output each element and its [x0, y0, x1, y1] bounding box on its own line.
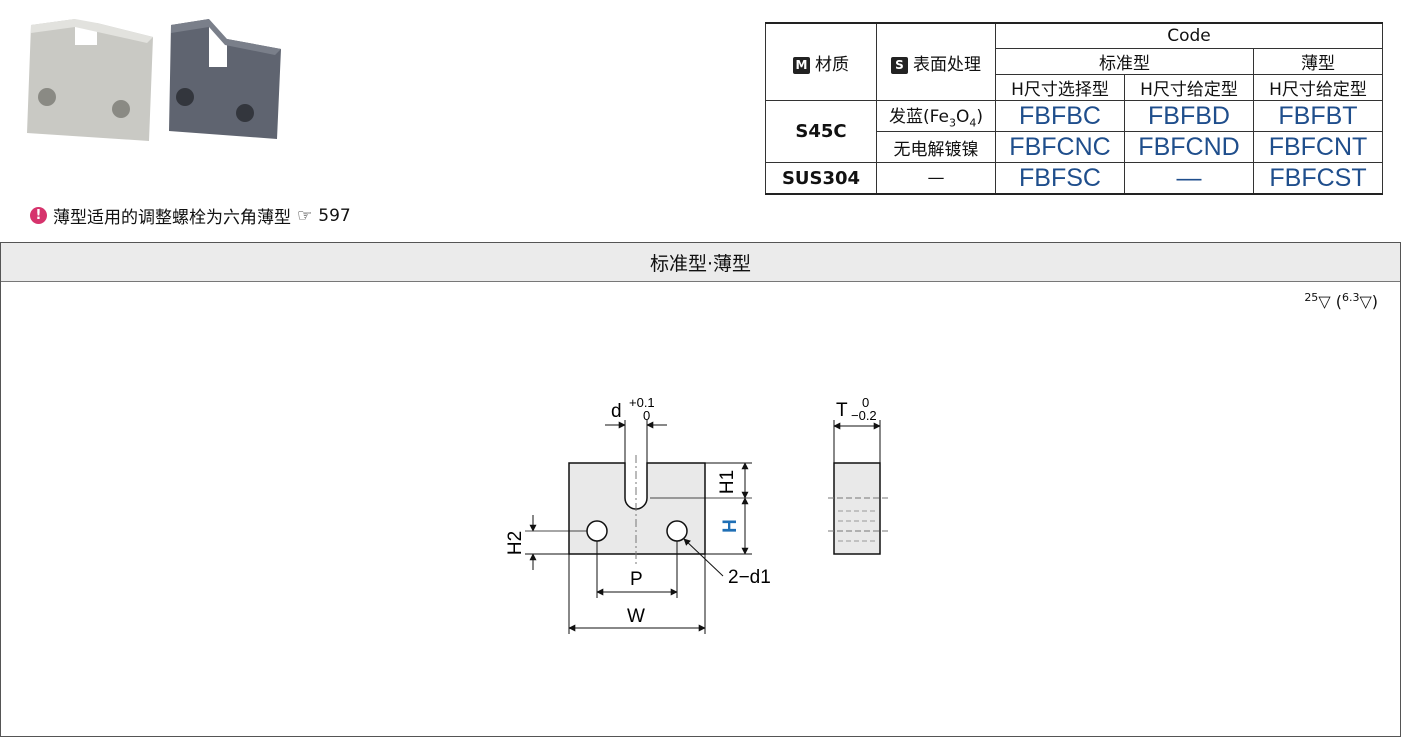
product-photo-dark	[169, 19, 281, 139]
code-cell[interactable]: FBFCNC	[995, 131, 1125, 163]
note-page[interactable]: 597	[318, 205, 351, 226]
treatment-none: —	[876, 162, 996, 195]
code-cell[interactable]: FBFSC	[995, 162, 1125, 195]
svg-text:0: 0	[862, 395, 869, 410]
code-cell[interactable]: FBFCST	[1253, 162, 1383, 195]
material-s45c: S45C	[765, 100, 877, 163]
block-front-view	[568, 462, 706, 555]
note: ! 薄型适用的调整螺栓为六角薄型 ☞ 597	[30, 203, 351, 228]
subheader-given: H尺寸给定型	[1124, 74, 1254, 101]
header-code: Code	[995, 22, 1383, 49]
block-side-view	[833, 462, 881, 555]
code-cell[interactable]: FBFBC	[995, 100, 1125, 132]
code-cell[interactable]: FBFBD	[1124, 100, 1254, 132]
header-thin: 薄型	[1253, 48, 1383, 75]
dim-h2: H2	[505, 531, 526, 555]
svg-text:+0.1: +0.1	[629, 395, 655, 410]
svg-text:−0.2: −0.2	[851, 408, 877, 423]
section-title: 标准型·薄型	[1, 243, 1400, 282]
reference-icon: ☞	[297, 205, 313, 226]
subheader-given-thin: H尺寸给定型	[1253, 74, 1383, 101]
material-badge-icon: M	[793, 56, 810, 74]
hole-left	[586, 520, 608, 542]
code-cell[interactable]: FBFBT	[1253, 100, 1383, 132]
dim-t: T	[836, 400, 848, 421]
dim-h1: H1	[717, 470, 738, 494]
material-sus304: SUS304	[765, 162, 877, 195]
surface-badge-icon: S	[891, 56, 908, 74]
info-icon: !	[30, 207, 47, 224]
note-text: 薄型适用的调整螺栓为六角薄型	[53, 208, 291, 228]
dim-w: W	[627, 606, 645, 627]
code-cell: —	[1124, 162, 1254, 195]
hole-right	[666, 520, 688, 542]
subheader-select: H尺寸选择型	[995, 74, 1125, 101]
treatment-nickel: 无电解镀镍	[876, 131, 996, 163]
treatment-black-oxide: 发蓝(Fe3O4)	[876, 100, 996, 132]
dim-h: H	[720, 519, 741, 533]
header-standard: 标准型	[995, 48, 1254, 75]
dim-d1: 2−d1	[728, 567, 771, 588]
dim-d: d	[611, 401, 622, 422]
svg-text:0: 0	[643, 408, 650, 423]
dim-p: P	[630, 569, 643, 590]
code-cell[interactable]: FBFCND	[1124, 131, 1254, 163]
roughness-symbol: 25▽ (6.3▽)	[1304, 291, 1378, 311]
code-cell[interactable]: FBFCNT	[1253, 131, 1383, 163]
product-photo-silver	[27, 19, 153, 141]
technical-drawing: d +0.1 0 H1 H H2 P W 2−d1 T 0 −0.2	[505, 395, 888, 634]
